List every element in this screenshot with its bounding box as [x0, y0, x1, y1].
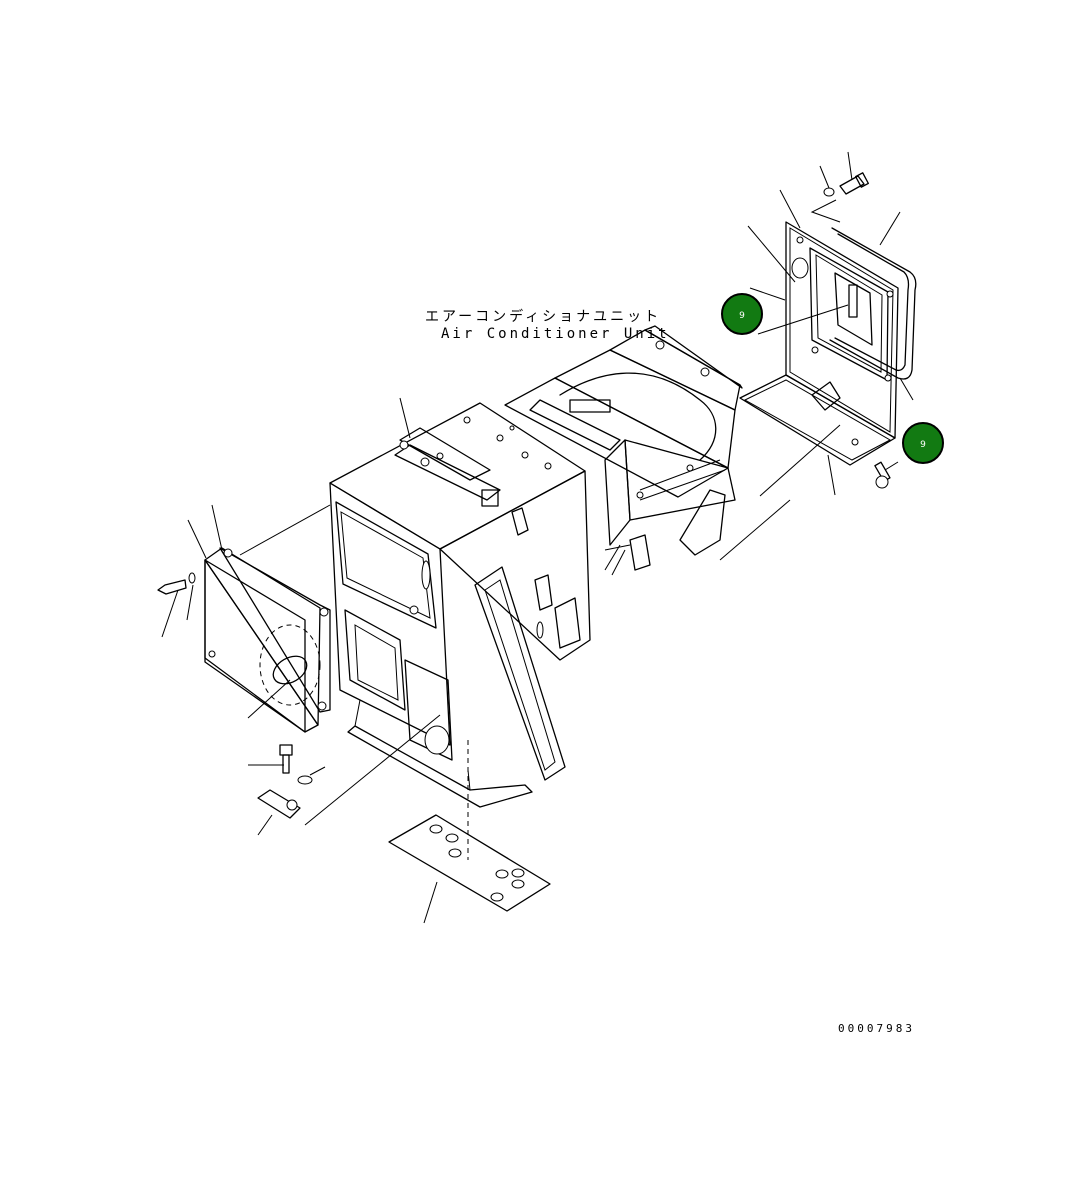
callout-badge-right[interactable]: 9 — [902, 422, 944, 464]
callout-number: 9 — [920, 440, 926, 450]
label-jp: エアーコンディショナユニット — [425, 308, 661, 325]
bolt-lower-left — [248, 714, 441, 836]
label-en: Air Conditioner Unit — [441, 326, 670, 342]
right-door-panel — [739, 189, 917, 497]
callout-badge-top[interactable]: 9 — [721, 293, 763, 335]
main-housing — [329, 397, 591, 860]
callout-number: 9 — [739, 311, 745, 321]
bolt-lower-right — [874, 461, 899, 489]
bolt-upper-right — [810, 151, 869, 223]
callout-circle — [721, 293, 763, 335]
air-conditioner-unit — [504, 325, 791, 576]
floor-mat — [388, 814, 551, 924]
part-number: 00007983 — [838, 1022, 915, 1035]
bolt-left — [157, 572, 196, 638]
left-side-cover — [187, 504, 331, 733]
callout-circle — [902, 422, 944, 464]
